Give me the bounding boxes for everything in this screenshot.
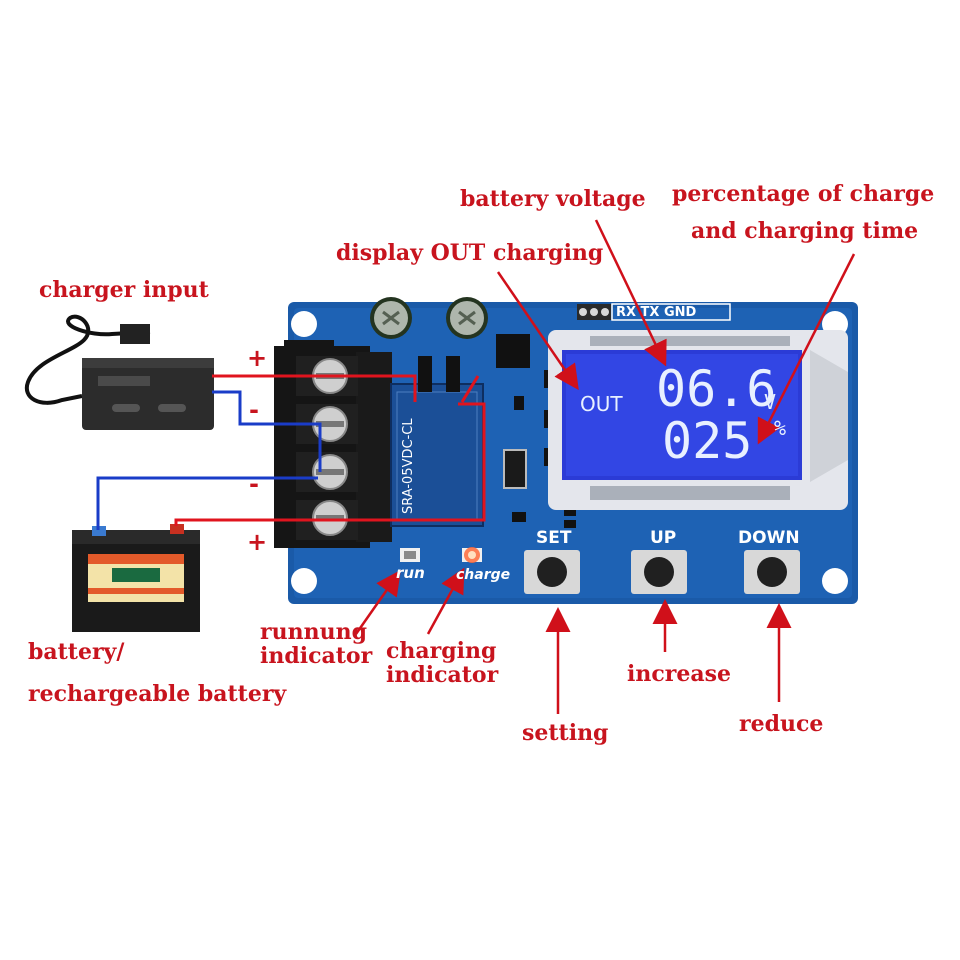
header-label: RX TX GND: [616, 305, 697, 320]
lcd-percent-readout: 025: [662, 412, 753, 470]
indicator-leds: [400, 547, 482, 563]
set-button-label: SET: [536, 528, 572, 548]
minus-sign-2: -: [249, 470, 259, 498]
wires: [96, 374, 486, 530]
label-running-line2: indicator: [260, 643, 373, 669]
label-percentage-line1: percentage of charge: [672, 181, 935, 207]
relay: [390, 383, 484, 527]
label-charging-line2: indicator: [386, 662, 499, 688]
label-charging-line1: charging: [386, 638, 497, 664]
lcd-percent-unit: %: [774, 416, 787, 440]
lcd-voltage-unit: V: [764, 390, 777, 414]
label-battery-line1: battery/: [28, 639, 125, 665]
label-running-line1: runnung: [260, 619, 367, 645]
header-pins: [577, 303, 731, 321]
battery: [72, 524, 200, 632]
charge-label: charge: [456, 567, 511, 583]
label-reduce: reduce: [739, 711, 824, 737]
lcd-voltage-readout: 06.6: [656, 360, 777, 418]
up-button-label: UP: [650, 528, 677, 548]
lcd-out-indicator: OUT: [580, 392, 623, 416]
capacitors: [370, 297, 488, 339]
annotation-arrows: [354, 219, 856, 714]
down-button-label: DOWN: [738, 528, 800, 548]
label-battery-line2: rechargeable battery: [28, 681, 287, 707]
label-battery-voltage: battery voltage: [460, 186, 646, 212]
buttons: [524, 550, 800, 594]
label-percentage-line2: and charging time: [691, 218, 919, 244]
lcd-module: [548, 330, 848, 510]
terminal-block: [274, 340, 392, 548]
minus-sign-1: -: [249, 396, 259, 424]
label-setting: setting: [522, 720, 609, 746]
run-label: run: [396, 564, 425, 582]
plus-sign-bottom: +: [247, 528, 268, 556]
label-display-out: display OUT charging: [336, 240, 604, 266]
relay-marking: SRA-05VDC-CL: [401, 418, 416, 514]
plus-sign-top: +: [247, 344, 268, 372]
label-increase: increase: [627, 661, 731, 687]
label-charger-input: charger input: [39, 277, 209, 303]
charger-device: [24, 314, 214, 430]
